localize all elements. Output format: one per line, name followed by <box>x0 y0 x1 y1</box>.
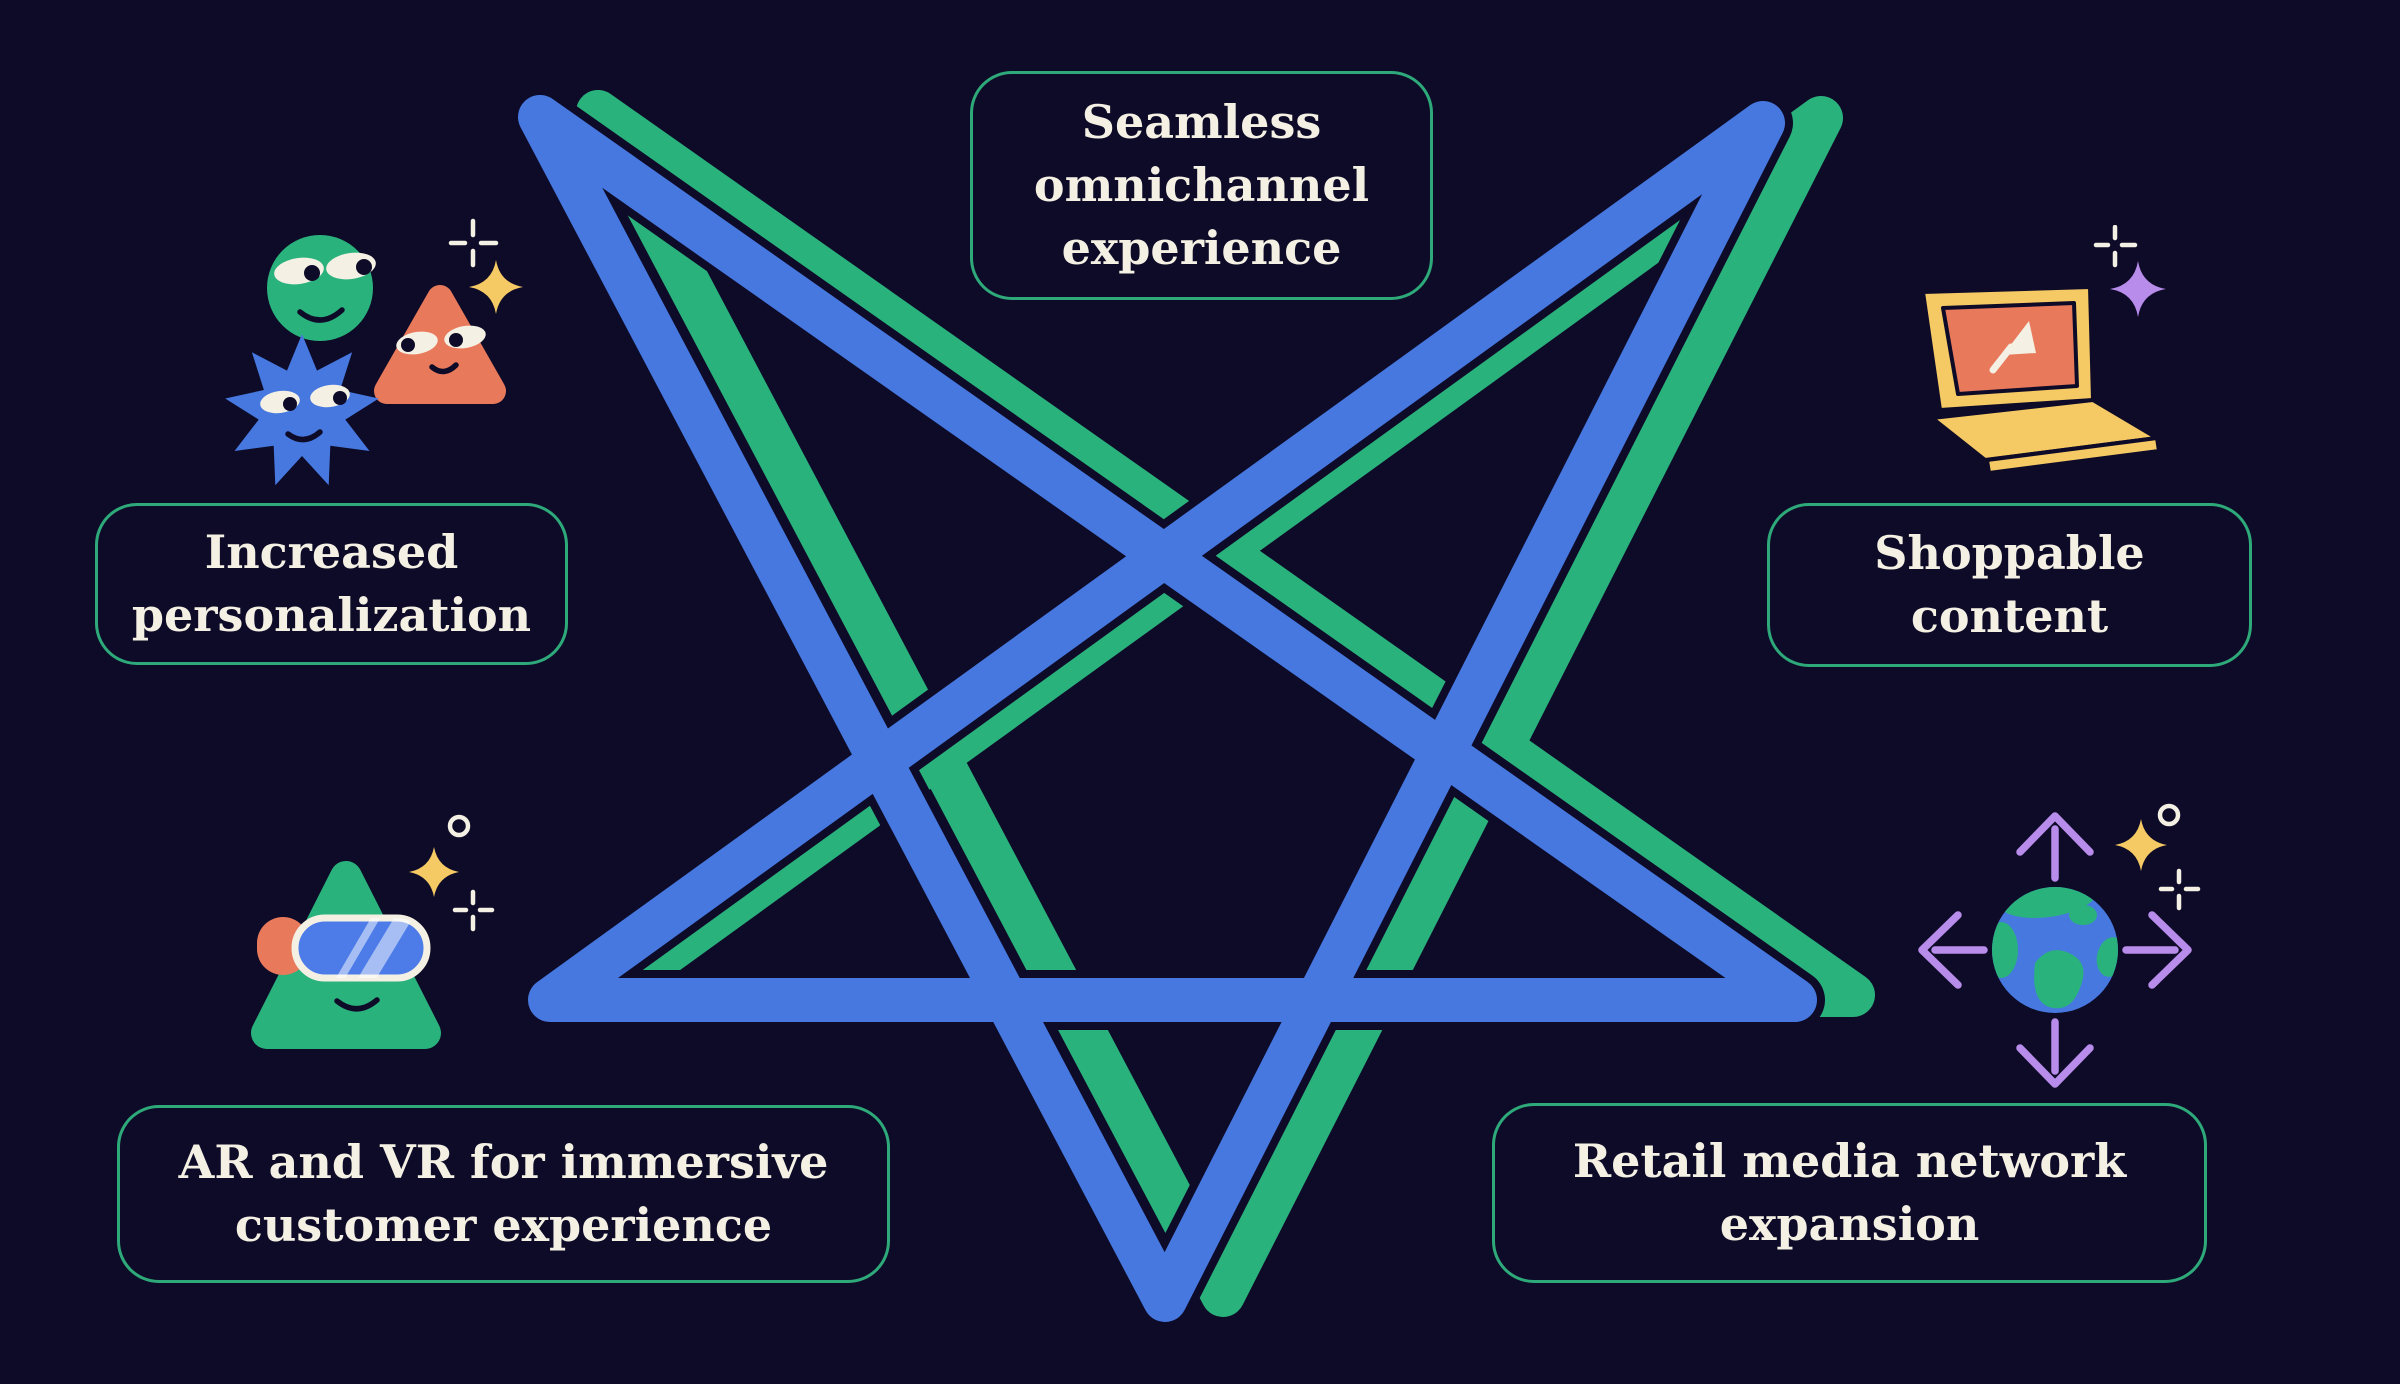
sparkle-icon <box>409 847 459 897</box>
vr-goggles-icon <box>291 914 431 982</box>
label-box-increased-personalization: Increased personalization <box>95 503 568 665</box>
label-box-retail-media: Retail media network expansion <box>1492 1103 2207 1283</box>
label-line: personalization <box>131 588 532 642</box>
cursor-arrow-icon <box>1989 321 2036 374</box>
sparkle-icon <box>2115 819 2167 871</box>
label-line: omnichannel <box>1033 158 1370 212</box>
smiling-shapes-cluster-icon <box>225 218 523 486</box>
label-line: Shoppable <box>1874 526 2145 580</box>
globe-expansion-icon <box>1918 803 2201 1088</box>
ring-sparkle-icon <box>2157 803 2181 827</box>
smiling-circle-icon <box>267 235 376 341</box>
ring-sparkle-icon <box>447 814 471 838</box>
label-line: AR and VR for immersive <box>178 1135 829 1189</box>
triangle-character <box>251 861 441 1049</box>
plus-sparkle-icon <box>2093 225 2138 268</box>
vr-headset-character-icon <box>251 814 495 1049</box>
smiling-starburst-icon <box>225 334 379 486</box>
plus-sparkle-icon <box>2158 868 2201 911</box>
plus-sparkle-icon <box>452 889 495 932</box>
label-line: experience <box>1061 221 1342 275</box>
label-line: expansion <box>1719 1197 1980 1251</box>
expand-arrows <box>1918 812 2192 1088</box>
label-box-shoppable-content: Shoppable content <box>1767 503 2252 667</box>
plus-sparkle-icon <box>448 218 499 268</box>
purple-sparkle-icon <box>2110 261 2166 317</box>
label-line: Seamless <box>1081 95 1322 149</box>
label-line: Increased <box>204 525 459 579</box>
label-line: content <box>1910 589 2109 643</box>
label-line: Retail media network <box>1572 1134 2127 1188</box>
globe-icon <box>1992 887 2118 1013</box>
laptop-body <box>1921 285 2161 475</box>
blue-pentagram <box>510 87 1825 1330</box>
smiling-triangle-icon <box>374 285 506 404</box>
label-box-ar-vr: AR and VR for immersive customer experie… <box>117 1105 890 1283</box>
label-line: customer experience <box>234 1198 773 1252</box>
label-box-seamless-omnichannel: Seamless omnichannel experience <box>970 71 1433 300</box>
laptop-cursor-icon <box>1921 225 2166 475</box>
sparkle-icon <box>469 260 523 314</box>
